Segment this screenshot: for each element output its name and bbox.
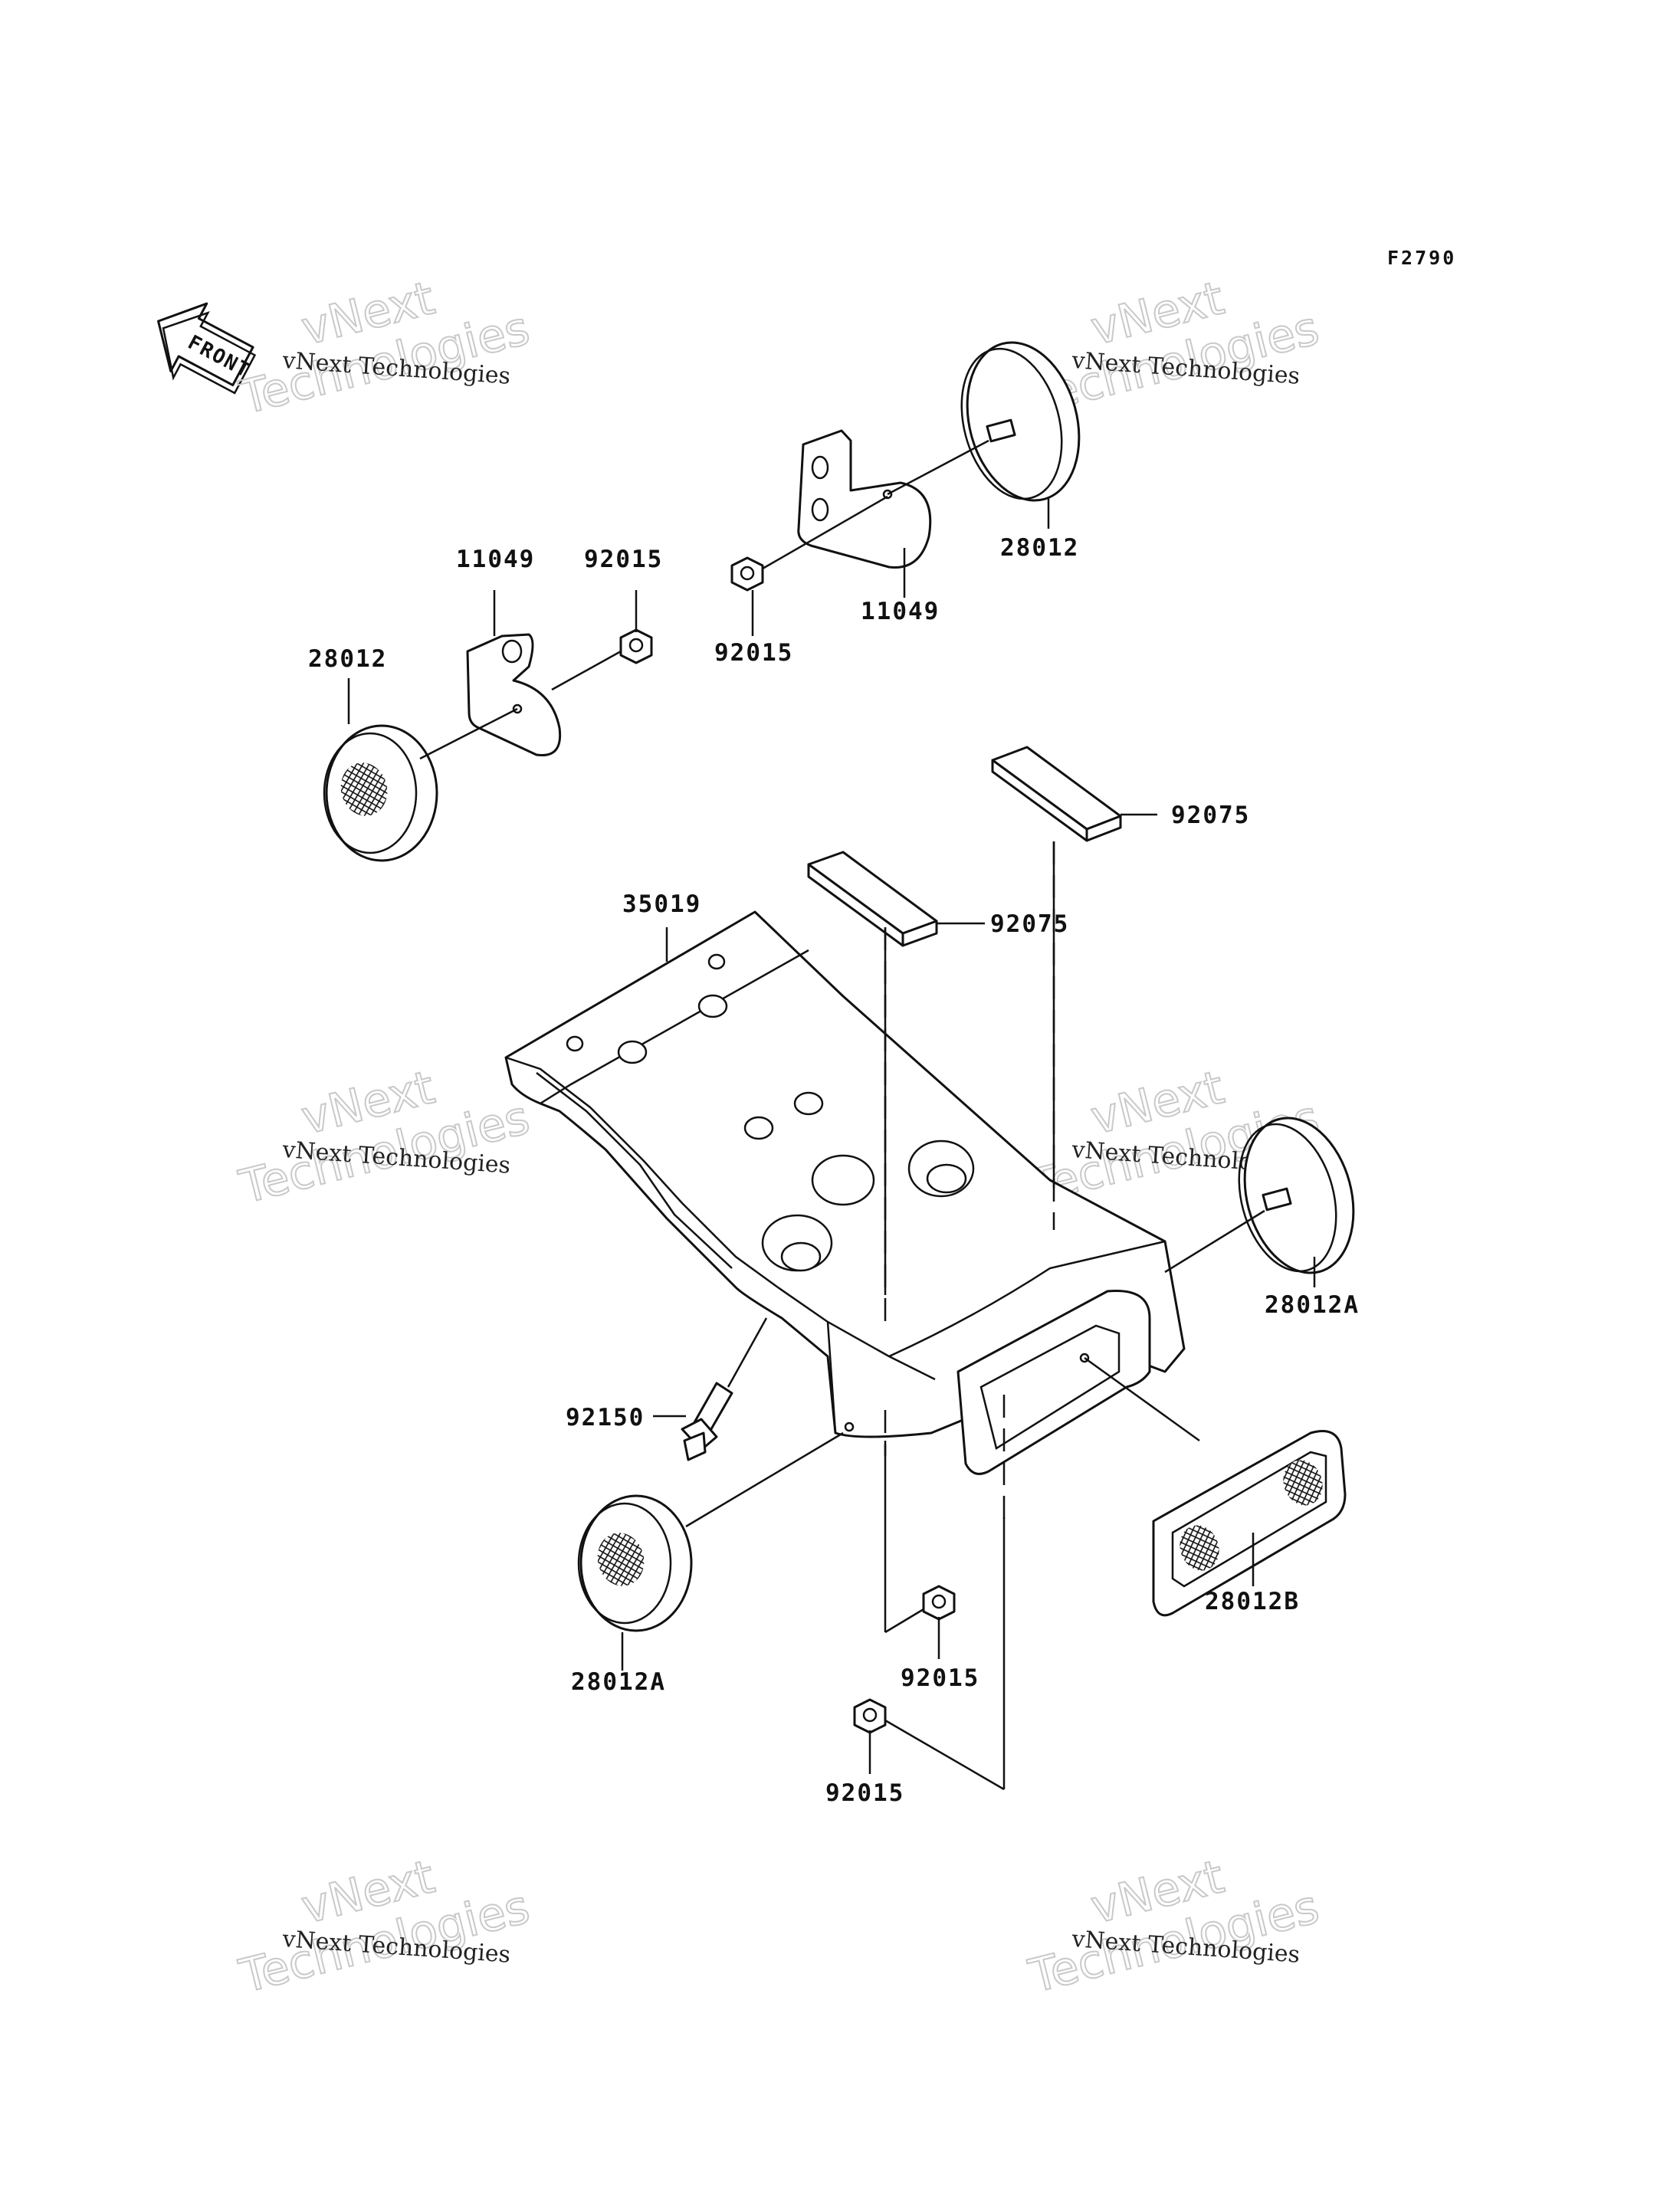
label-reflector-side-left: 28012A [571, 1668, 666, 1696]
figure-code: F2790 [1387, 247, 1456, 269]
watermark-bottom-right: vNext Technologies vNext Technologies [1023, 1849, 1325, 2005]
nut-bottom-part [853, 1698, 887, 1734]
nut-top-mid-part [730, 556, 764, 592]
reflector-rear-part [1152, 1430, 1347, 1617]
watermark-bottom-left: vNext Technologies vNext Technologies [234, 1849, 536, 2005]
label-bracket-left: 11049 [456, 546, 535, 573]
watermark-mid-left: vNext Technologies vNext Technologies [234, 1060, 536, 1215]
watermark-top-left: vNext Technologies vNext Technologies [234, 271, 536, 426]
bracket-top-right-part [797, 429, 932, 569]
label-reflector-top-right: 28012 [1000, 534, 1079, 562]
label-fender: 35019 [622, 890, 701, 918]
bracket-left-part [466, 633, 562, 757]
nut-bottom-right-part [922, 1585, 956, 1621]
reflector-side-left-part [577, 1494, 693, 1632]
label-reflector-left-top: 28012 [308, 645, 387, 673]
pad-right-part [991, 746, 1122, 842]
label-bracket-top-right: 11049 [861, 598, 940, 625]
label-nut-left-top: 92015 [584, 546, 663, 573]
label-nut-bottom: 92015 [825, 1779, 904, 1807]
nut-left-top-part [619, 628, 653, 664]
label-pad-right: 92075 [1171, 802, 1250, 829]
label-bolt: 92150 [566, 1404, 645, 1431]
reflector-side-right-part [1238, 1117, 1355, 1274]
reflector-left-top-part [323, 724, 438, 862]
fender-part [504, 910, 1186, 1475]
label-reflector-rear: 28012B [1205, 1588, 1300, 1615]
bolt-part [681, 1382, 733, 1461]
pad-mid-part [807, 851, 938, 947]
reflector-top-right-part [960, 341, 1081, 502]
label-pad-mid: 92075 [990, 910, 1069, 938]
label-reflector-side-right: 28012A [1265, 1291, 1360, 1319]
label-nut-bottom-right: 92015 [901, 1664, 979, 1692]
label-nut-top-mid: 92015 [714, 639, 793, 667]
